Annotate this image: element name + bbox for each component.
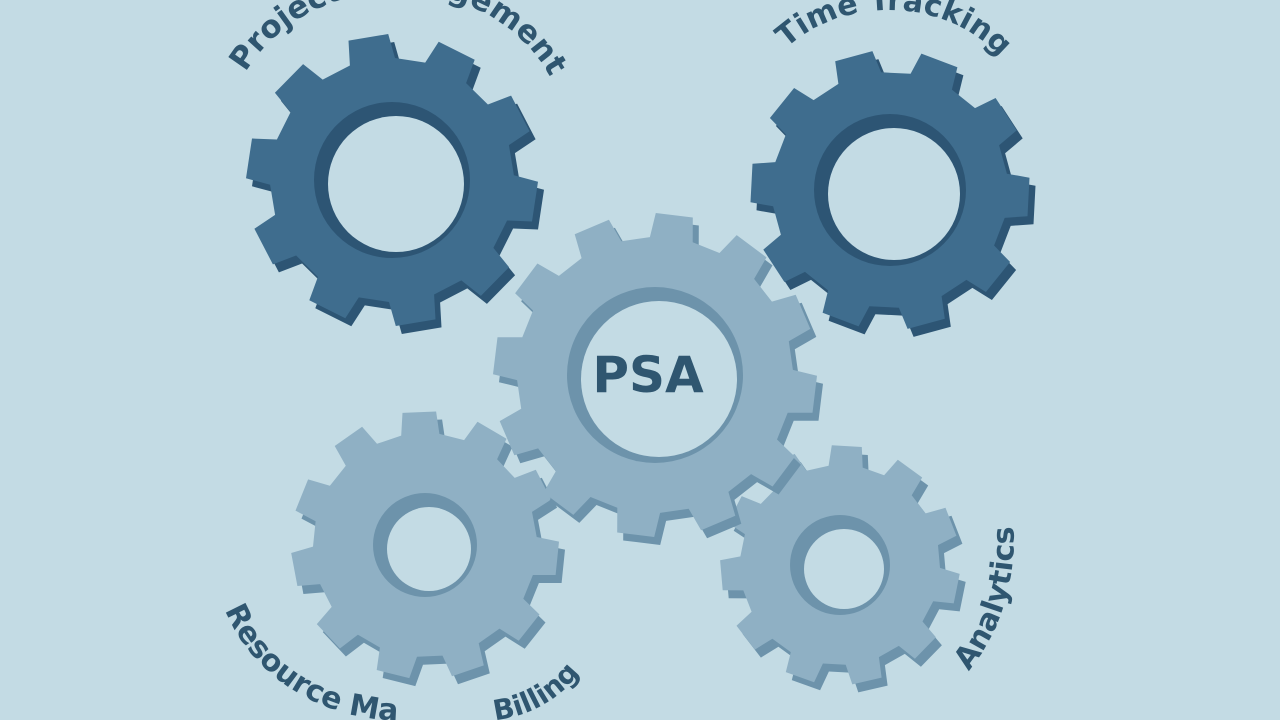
psa-center-gear-hole [581, 301, 737, 457]
resource-management-gear [291, 411, 565, 687]
billing-label: Billing [490, 656, 585, 720]
psa-label: PSA [592, 346, 704, 404]
analytics-gear [720, 445, 966, 693]
time-tracking-label: Time Tracking [769, 0, 1018, 63]
time-tracking-gear-hole [828, 128, 960, 260]
time-tracking-gear [750, 51, 1036, 337]
resource-management-gear-hole [387, 507, 471, 591]
analytics-gear-hole [804, 529, 884, 609]
project-management-gear [246, 34, 544, 334]
project-management-gear-hole [328, 116, 464, 252]
psa-center-gear [493, 213, 823, 545]
